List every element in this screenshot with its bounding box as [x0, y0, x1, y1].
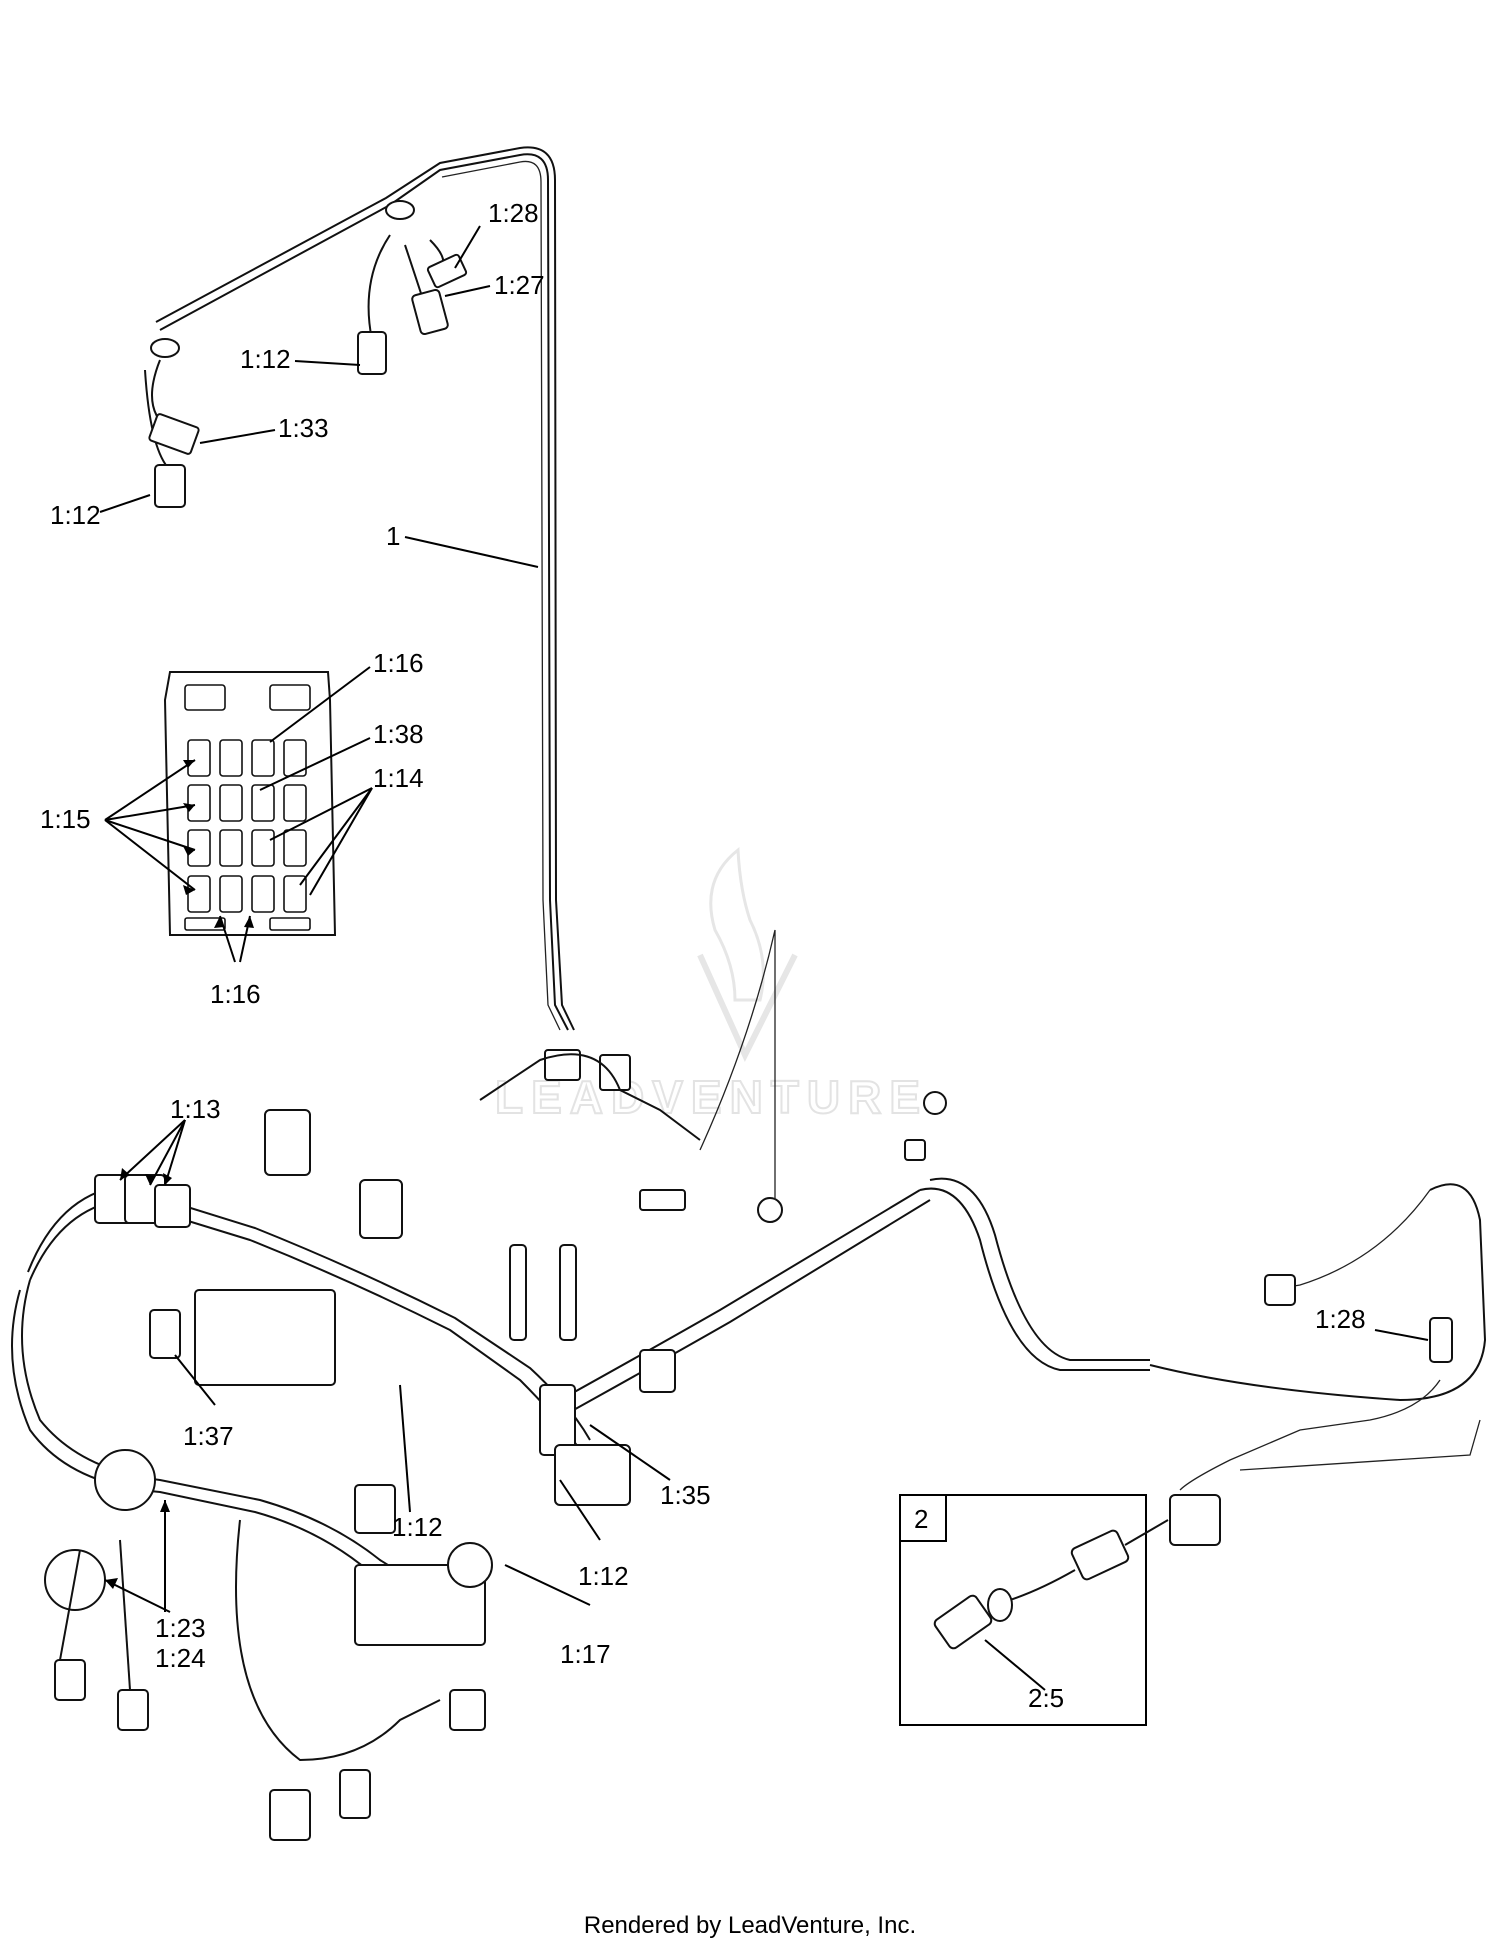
fuse-holder	[354, 1564, 486, 1646]
callout-1-28-upper: 1:28	[488, 198, 539, 228]
connector-1-37	[149, 1309, 181, 1359]
callout-1-17: 1:17	[560, 1639, 611, 1669]
relay	[359, 1179, 403, 1239]
main-lower-harness	[11, 929, 1487, 1841]
callout-1-12-upper: 1:12	[240, 344, 291, 374]
footer-credit: Rendered by LeadVenture, Inc.	[583, 1912, 917, 1939]
sensor	[559, 1244, 577, 1341]
callout-1-28-lower: 1:28	[1315, 1304, 1366, 1334]
callout-1-12-center: 1:12	[392, 1512, 443, 1542]
relay-bracket	[194, 1289, 336, 1386]
callout-1-16-bottom: 1:16	[210, 979, 261, 1009]
harness-clip	[150, 338, 180, 358]
callout-1-35: 1:35	[660, 1480, 711, 1510]
connector-1-28-lower	[1429, 1317, 1453, 1363]
callout-1-12-lower: 1:12	[578, 1561, 629, 1591]
connector-1-12-lower	[554, 1444, 631, 1506]
callout-1-15: 1:15	[40, 804, 91, 834]
callout-1-38: 1:38	[373, 719, 424, 749]
callout-2-5: 2:5	[1028, 1683, 1064, 1713]
leader-lines	[99, 225, 1429, 1691]
callout-1-37: 1:37	[183, 1421, 234, 1451]
callout-1-27: 1:27	[494, 270, 545, 300]
grommet-1-23	[94, 1449, 156, 1511]
relay	[264, 1109, 311, 1176]
connector-block	[639, 1349, 676, 1393]
arrowheads	[105, 760, 254, 1589]
callout-1-12-left: 1:12	[50, 500, 101, 530]
callout-1: 1	[386, 521, 400, 551]
connector-1-33	[148, 413, 200, 455]
kit-connector-2-5	[933, 1594, 993, 1650]
connector-1-17	[447, 1542, 493, 1588]
callout-1-24: 1:24	[155, 1643, 206, 1673]
inset-number: 2	[914, 1504, 928, 1534]
connector	[544, 1049, 581, 1081]
inset-box	[899, 1494, 1147, 1726]
callout-1-23: 1:23	[155, 1613, 206, 1643]
callout-1-14: 1:14	[373, 763, 424, 793]
connector-to-kit	[1169, 1494, 1221, 1546]
sensor	[509, 1244, 527, 1341]
harness-clip	[385, 200, 415, 220]
callout-labels: 1:28 1:27 1:12 1:33 1:12 1 1:16 1:38 1:1…	[40, 198, 1366, 1713]
callout-1-16-top: 1:16	[373, 648, 424, 678]
fuse-slot-row	[187, 829, 307, 867]
fuse-slot-row	[187, 875, 307, 913]
connector-1-27	[411, 288, 449, 336]
callout-1-13: 1:13	[170, 1094, 221, 1124]
fuse-block	[163, 671, 337, 936]
connector-1-12-left	[154, 464, 186, 508]
ground-ring	[757, 1197, 783, 1223]
kit-inset-2: 2	[899, 1494, 1169, 1726]
callout-1-33: 1:33	[278, 413, 329, 443]
fuse-slot-row	[187, 739, 307, 777]
upper-harness-branch	[144, 146, 575, 1031]
fuse-slot-row	[187, 784, 307, 822]
inset-number-box	[899, 1494, 947, 1542]
connector-1-12-upper	[357, 331, 387, 375]
connector-1-28-upper	[426, 253, 468, 289]
